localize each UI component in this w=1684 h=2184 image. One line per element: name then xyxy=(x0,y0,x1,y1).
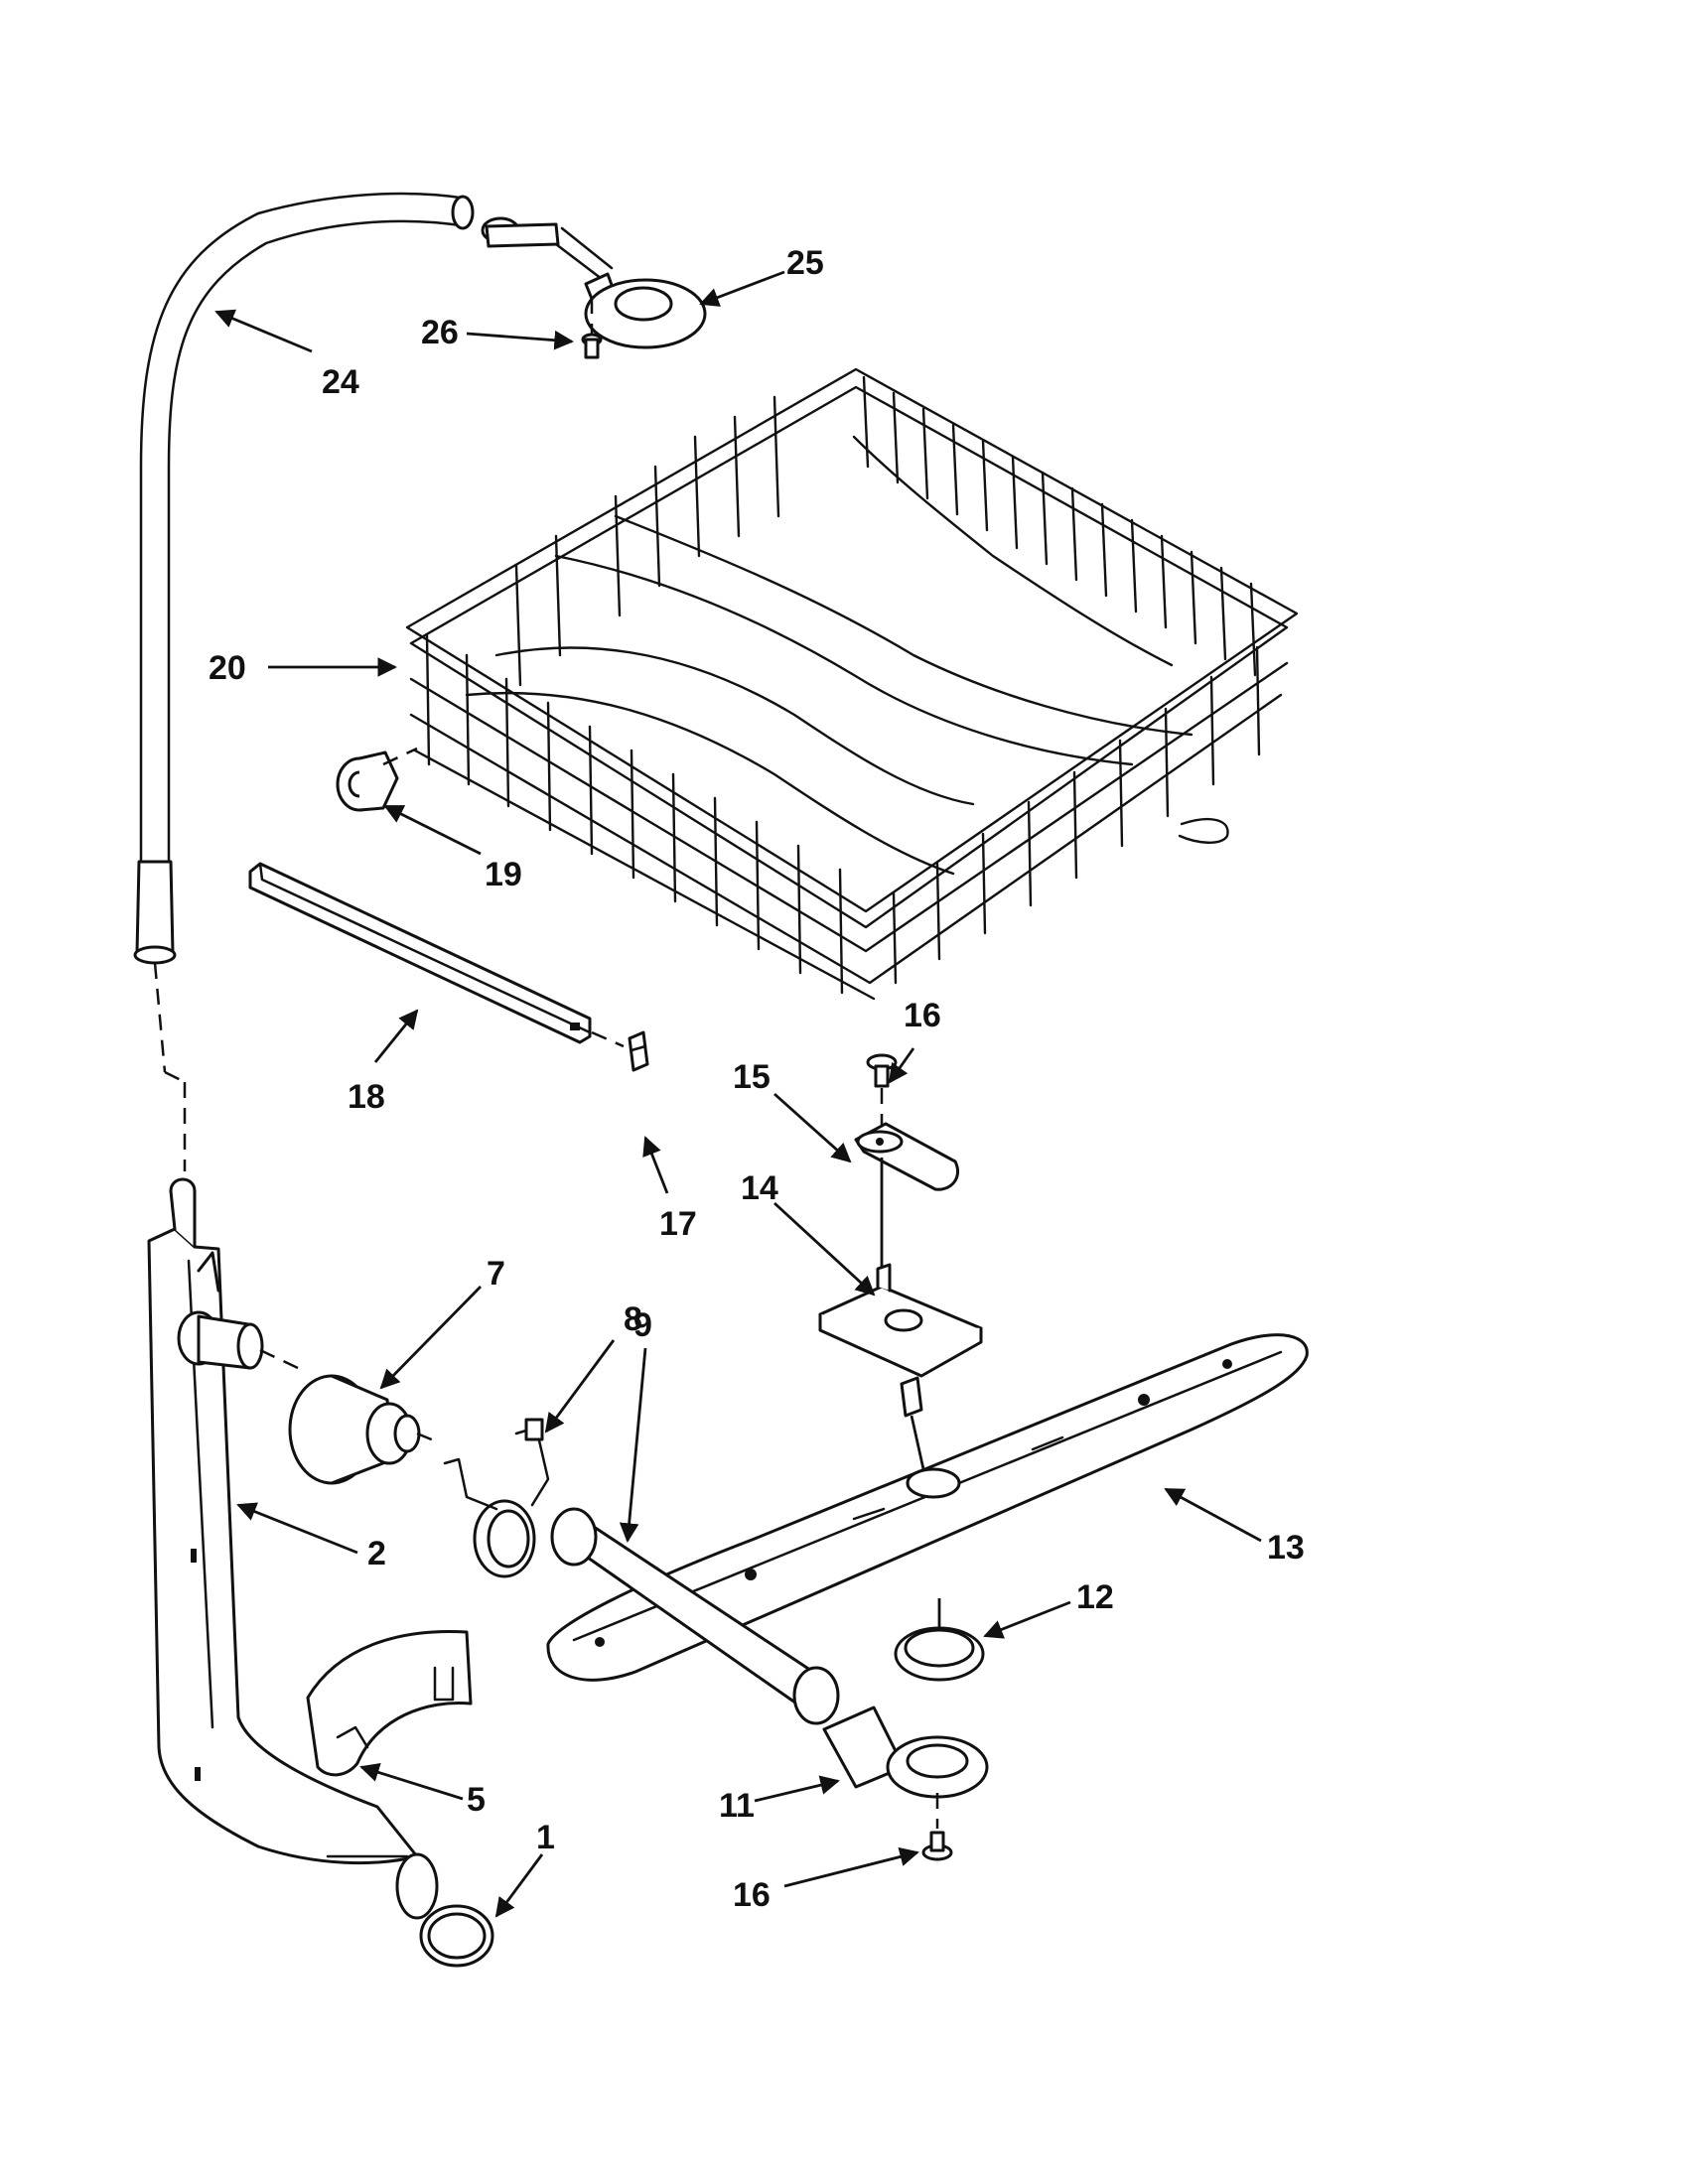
callout-11: 11 xyxy=(719,1787,755,1825)
alignment-line-24-b xyxy=(164,1070,186,1084)
callout-16-bottom: 16 xyxy=(733,1876,771,1914)
support-hub-part-11 xyxy=(822,1706,989,1799)
upper-dish-rack-part-20 xyxy=(405,367,1299,1001)
rack-roller-part-19 xyxy=(336,751,399,812)
wash-tube-part-9 xyxy=(550,1507,840,1725)
screw-part-16-bottom xyxy=(921,1831,953,1861)
callout-14: 14 xyxy=(741,1169,778,1207)
leader-16-top xyxy=(888,1047,915,1084)
mount-bracket-part-14 xyxy=(818,1263,983,1418)
lower-spray-arm-part-13 xyxy=(546,1333,1309,1682)
callout-5: 5 xyxy=(467,1781,486,1819)
supply-tube-part-24 xyxy=(133,192,475,965)
bearing-ring-part-12 xyxy=(894,1626,985,1682)
alignment-line-19 xyxy=(382,747,418,766)
callout-20: 20 xyxy=(209,649,246,687)
conduit-connector xyxy=(177,1310,264,1370)
leader-18 xyxy=(373,1009,419,1063)
leader-5 xyxy=(359,1762,464,1801)
leader-19 xyxy=(383,804,482,856)
callout-25: 25 xyxy=(786,244,824,282)
callout-7: 7 xyxy=(487,1255,505,1293)
leader-16-bottom xyxy=(783,1846,919,1888)
alignment-line-18 xyxy=(591,1030,625,1048)
clamp-part-8 xyxy=(443,1418,550,1578)
leader-9 xyxy=(619,1347,647,1543)
leader-24 xyxy=(214,309,313,353)
alignment-line-7b xyxy=(416,1432,442,1445)
o-ring-part-1 xyxy=(419,1904,494,1968)
callout-12: 12 xyxy=(1076,1578,1114,1616)
leader-25 xyxy=(699,270,785,307)
upper-spray-nozzle-part-25 xyxy=(481,216,707,349)
leader-2 xyxy=(236,1502,358,1555)
callout-9: 9 xyxy=(633,1306,652,1344)
callout-labels: 25 24 26 20 19 18 17 16 15 14 13 12 11 1… xyxy=(209,244,1305,1914)
leader-15 xyxy=(773,1092,852,1163)
leader-14 xyxy=(773,1201,876,1297)
alignment-line-14 xyxy=(910,1415,925,1470)
callout-19: 19 xyxy=(485,856,522,893)
callout-15: 15 xyxy=(733,1058,771,1096)
rack-slide-rail-part-18 xyxy=(248,862,592,1044)
screw-part-26 xyxy=(581,333,603,359)
leader-26 xyxy=(466,330,574,350)
leader-8 xyxy=(544,1339,616,1433)
callout-26: 26 xyxy=(421,314,459,351)
bracket-part-15 xyxy=(854,1122,959,1191)
leader-11 xyxy=(754,1775,840,1803)
callout-16-top: 16 xyxy=(904,997,941,1034)
leader-13 xyxy=(1164,1487,1262,1543)
callout-13: 13 xyxy=(1267,1529,1305,1567)
leader-17 xyxy=(642,1136,669,1194)
callout-8: 8 xyxy=(624,1300,642,1338)
rail-end-clip-part-17 xyxy=(628,1030,649,1072)
alignment-line-7 xyxy=(259,1348,299,1370)
callout-2: 2 xyxy=(367,1535,386,1572)
seal-part-7 xyxy=(288,1374,421,1485)
callout-24: 24 xyxy=(322,363,359,401)
callout-leaders xyxy=(214,270,1262,1918)
retaining-clip-part-5 xyxy=(306,1630,473,1777)
leader-12 xyxy=(983,1600,1071,1639)
callout-18: 18 xyxy=(348,1078,385,1116)
callout-1: 1 xyxy=(536,1819,555,1856)
callout-17: 17 xyxy=(659,1205,697,1243)
leader-1 xyxy=(494,1853,544,1918)
alignment-line-24-a xyxy=(153,962,167,1073)
leader-7 xyxy=(379,1286,482,1390)
supply-conduit-part-2 xyxy=(147,1177,439,1920)
